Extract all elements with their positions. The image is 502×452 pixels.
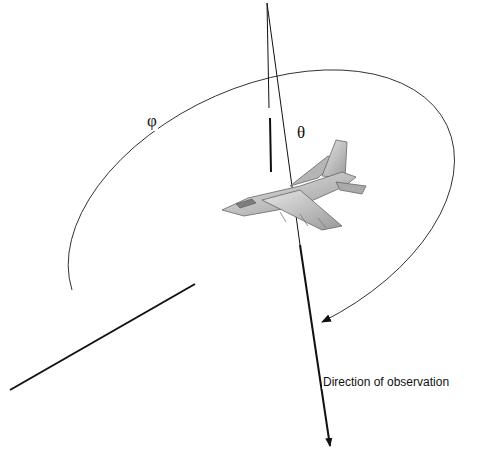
angle-label: φ (146, 112, 158, 131)
vertical-axis (270, 118, 271, 172)
observation-vector (300, 245, 330, 446)
angle-label: θ (296, 124, 306, 143)
reference-axis (10, 284, 195, 390)
axis-label: Direction of observation (322, 376, 450, 389)
aircraft (222, 140, 366, 230)
phi-arc (68, 70, 454, 322)
